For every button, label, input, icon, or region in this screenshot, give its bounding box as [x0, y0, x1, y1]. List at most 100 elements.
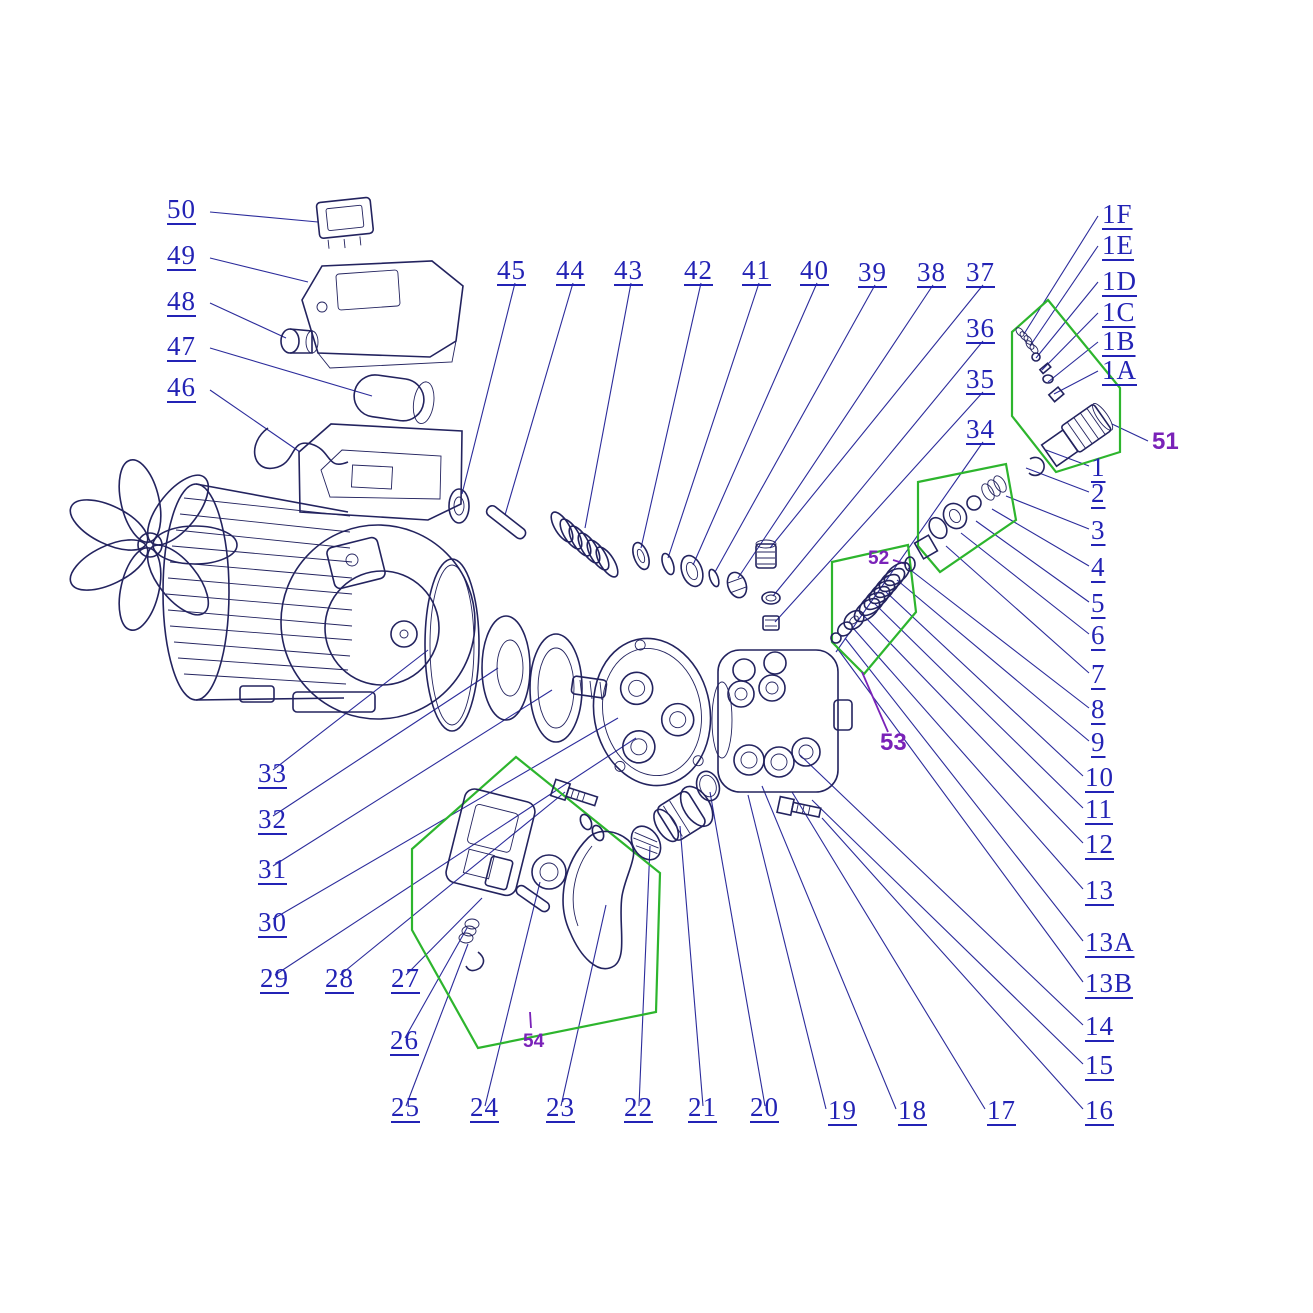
piston-assembly: [830, 556, 916, 644]
part-label-8: 8: [1091, 694, 1106, 724]
ring-52: [904, 556, 916, 572]
part-label-29: 29: [260, 963, 289, 993]
part-label-35: 35: [966, 364, 995, 394]
washer-1B: [1042, 374, 1054, 384]
part-label-34: 34: [966, 414, 995, 444]
nut-1A: [1047, 385, 1065, 403]
part-label-16: 16: [1085, 1095, 1114, 1125]
group-label-54: 54: [523, 1031, 545, 1052]
o-ring-36: [761, 591, 781, 605]
pump-manifold: [711, 649, 853, 793]
part-label-15: 15: [1085, 1050, 1114, 1080]
micro-switch: [484, 855, 514, 891]
hex-bolt-right: [776, 795, 822, 819]
part-label-2: 2: [1091, 478, 1106, 508]
part-label-1F: 1F: [1102, 199, 1133, 229]
part-label-12: 12: [1085, 829, 1114, 859]
part-label-28: 28: [325, 963, 354, 993]
pivot-bearing: [531, 854, 567, 890]
part-label-5: 5: [1091, 588, 1106, 618]
hose-connector: [653, 785, 714, 843]
part-label-41: 41: [742, 255, 771, 285]
pump-cover-plate: [592, 637, 712, 787]
part-label-21: 21: [688, 1092, 717, 1122]
washer-41: [661, 552, 675, 576]
part-label-25: 25: [391, 1092, 420, 1122]
trigger-lever: [562, 830, 635, 970]
part-label-31: 31: [258, 854, 287, 884]
part-label-36: 36: [966, 313, 995, 343]
part-label-42: 42: [684, 255, 713, 285]
part-label-3: 3: [1091, 515, 1106, 545]
circlip: [1028, 456, 1045, 477]
part-label-46: 46: [167, 372, 196, 402]
mounting-foot-front: [239, 685, 275, 703]
valve-insert: [755, 539, 777, 569]
thrust-bearing: [680, 554, 704, 588]
retainer-ring: [708, 568, 720, 588]
inlet-filter: [630, 825, 662, 861]
group-51-outline: [1010, 298, 1122, 474]
group-label-53: 53: [880, 729, 907, 756]
part-label-7: 7: [1091, 659, 1106, 689]
piston-rod: [485, 504, 527, 540]
part-label-43: 43: [614, 255, 643, 285]
part-label-24: 24: [470, 1092, 499, 1122]
part-label-1D: 1D: [1102, 266, 1137, 296]
part-label-27: 27: [391, 963, 420, 993]
square-nut-35: [762, 615, 780, 631]
part-label-1B: 1B: [1102, 326, 1136, 356]
ball-1D: [1031, 352, 1041, 362]
part-label-17: 17: [987, 1095, 1016, 1125]
part-label-14: 14: [1085, 1011, 1114, 1041]
part-label-13: 13: [1085, 875, 1114, 905]
spring-clip: [465, 951, 485, 972]
adjuster-nut: [726, 571, 748, 599]
part-label-49: 49: [167, 240, 196, 270]
group-51-parts: [1015, 327, 1114, 477]
part-label-18: 18: [898, 1095, 927, 1125]
part-label-1C: 1C: [1102, 297, 1136, 327]
part-label-6: 6: [1091, 620, 1106, 650]
part-label-26: 26: [390, 1025, 419, 1055]
part-label-1: 1: [1091, 452, 1106, 482]
group-label-51: 51: [1152, 428, 1179, 455]
motor-fan: [69, 459, 238, 631]
terminal-box-base: [298, 423, 463, 521]
part-label-22: 22: [624, 1092, 653, 1122]
small-capacitor: [280, 328, 319, 354]
part-label-1E: 1E: [1102, 230, 1134, 260]
part-label-19: 19: [828, 1095, 857, 1125]
group-53-outline: [830, 543, 918, 676]
part-label-39: 39: [858, 257, 887, 287]
hex-bolt-left: [549, 778, 599, 807]
swash-bearing-assembly: [529, 633, 608, 743]
pin-1C: [1038, 362, 1052, 375]
part-label-11: 11: [1085, 794, 1113, 824]
part-label-50: 50: [167, 194, 196, 224]
part-label-44: 44: [556, 255, 585, 285]
outlet-stub: [833, 699, 853, 731]
washer-42: [632, 541, 650, 571]
part-label-4: 4: [1091, 552, 1106, 582]
part-label-13A: 13A: [1085, 927, 1135, 957]
check-valve-parts: [913, 475, 1007, 560]
part-label-23: 23: [546, 1092, 575, 1122]
mounting-foot: [292, 691, 376, 713]
check-valve-group-outline: [916, 462, 1018, 574]
part-label-10: 10: [1085, 762, 1114, 792]
power-cord: [253, 427, 349, 469]
housing-gasket: [424, 558, 480, 732]
part-label-48: 48: [167, 286, 196, 316]
motor-end-shield: [239, 524, 476, 720]
washer-23a: [579, 813, 593, 831]
part-label-32: 32: [258, 804, 287, 834]
part-label-37: 37: [966, 257, 995, 287]
power-switch: [315, 196, 375, 249]
part-label-38: 38: [917, 257, 946, 287]
part-label-40: 40: [800, 255, 829, 285]
switch-cover: [301, 260, 464, 369]
group-54-outline: [410, 755, 662, 1050]
